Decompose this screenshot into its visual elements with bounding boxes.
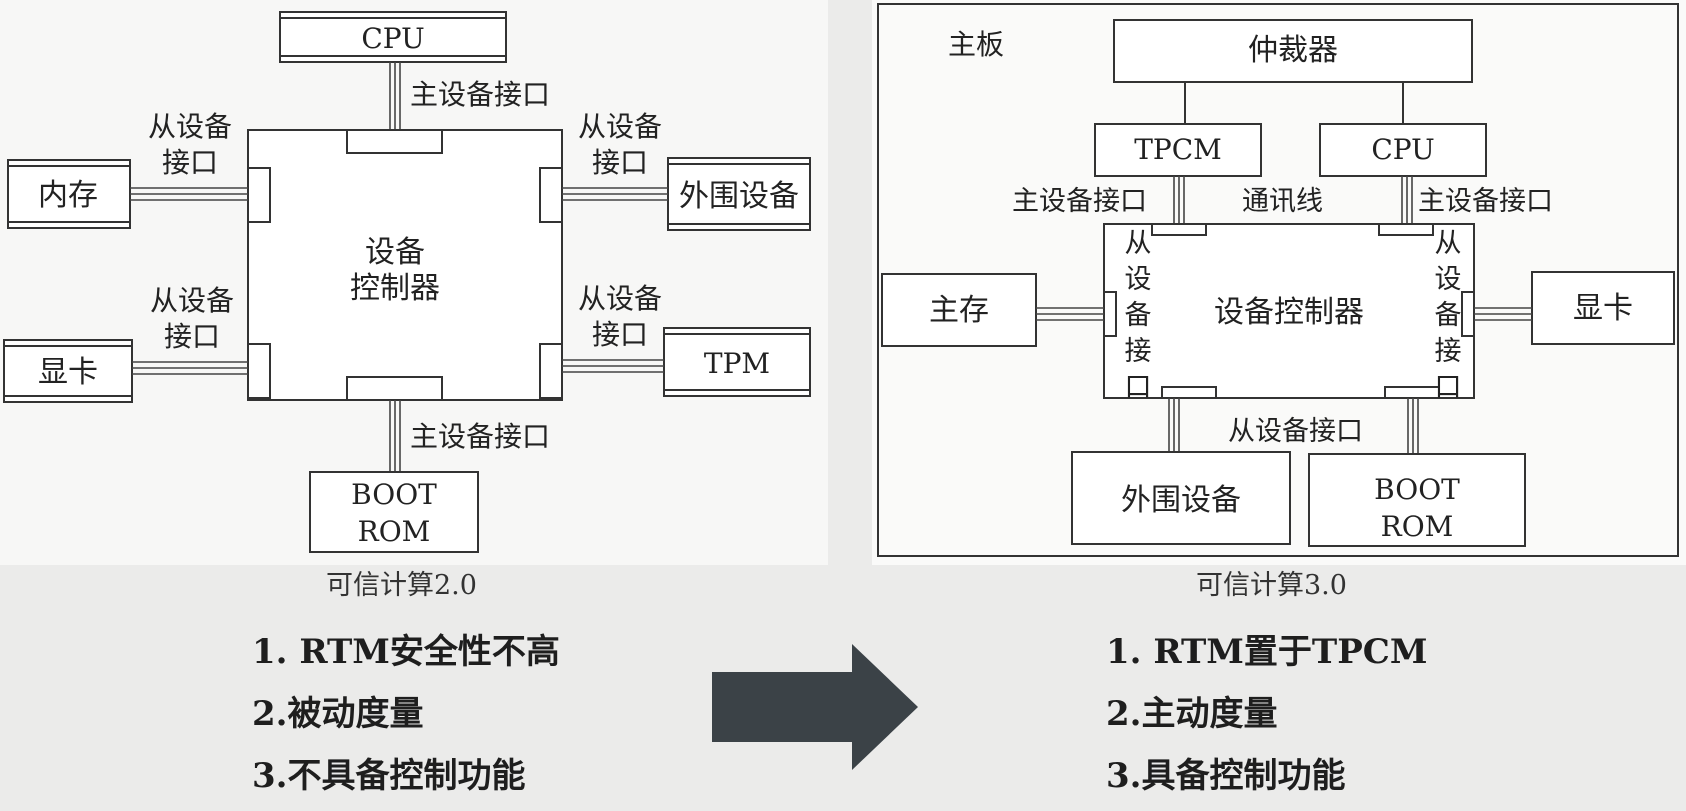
boot-rom-label-line2: ROM xyxy=(358,515,431,548)
tpcm-label: TPCM xyxy=(1134,133,1222,166)
master-interface-left-label: 主设备接口 xyxy=(1012,186,1147,217)
svg-text:从: 从 xyxy=(1125,228,1152,259)
motherboard-label: 主板 xyxy=(948,28,1004,61)
tc20-diagram: CPU 主设备接口 设备 控制器 内存 从设备 接口 显卡 从设备 xyxy=(3,11,811,553)
controller-port-left-bottom xyxy=(247,343,271,399)
master-interface-top-label: 主设备接口 xyxy=(410,78,550,111)
motherboard-frame xyxy=(877,3,1679,557)
boot-rom-box xyxy=(309,471,479,553)
slave-interface-label: 从设备 xyxy=(148,110,232,143)
tc30-diagram: 主板 仲裁器 TPCM CPU 主设备接口 主设备接口 通讯线 设备控制器 xyxy=(877,3,1679,557)
tc20-point-1: 1. RTM安全性不高 xyxy=(252,632,560,672)
svg-text:口: 口 xyxy=(1435,372,1462,403)
device-controller-box xyxy=(247,129,563,401)
svg-text:备: 备 xyxy=(1125,300,1152,331)
right-arrow-icon xyxy=(712,644,918,770)
cpu-box xyxy=(1319,123,1487,177)
controller-port-top xyxy=(346,129,443,154)
caption-tc30: 可信计算3.0 xyxy=(1196,570,1347,601)
main-memory-label: 主存 xyxy=(929,293,989,328)
slave-interface-label: 从设备 xyxy=(578,110,662,143)
controller-label-line2: 控制器 xyxy=(350,271,440,306)
slave-interface-label: 接口 xyxy=(592,318,648,351)
svg-text:备: 备 xyxy=(1435,300,1462,331)
svg-text:从: 从 xyxy=(1435,228,1462,259)
tpcm-box xyxy=(1094,123,1262,177)
controller-label: 设备控制器 xyxy=(1214,295,1364,330)
controller-port-top-left xyxy=(1151,223,1207,236)
tc30-point-2: 2.主动度量 xyxy=(1106,694,1278,734)
controller-label-line1: 设备 xyxy=(365,235,425,270)
peripheral-box xyxy=(1071,451,1291,545)
master-interface-right-label: 主设备接口 xyxy=(1418,186,1553,217)
controller-port-right-top xyxy=(539,167,563,223)
caption-tc20: 可信计算2.0 xyxy=(326,570,477,601)
tpm-label: TPM xyxy=(704,347,770,380)
controller-port-bottom-left xyxy=(1161,386,1217,399)
cpu-label: CPU xyxy=(1371,133,1434,166)
svg-text:设: 设 xyxy=(1435,264,1462,295)
boot-rom-label-line1: BOOT xyxy=(351,478,437,511)
slave-interface-bottom-label: 从设备接口 xyxy=(1228,416,1363,447)
tpm-box xyxy=(663,327,811,397)
boot-rom-label-line2: ROM xyxy=(1381,510,1454,543)
tc30-diagram-panel: 主板 仲裁器 TPCM CPU 主设备接口 主设备接口 通讯线 设备控制器 xyxy=(872,0,1686,565)
svg-text:口: 口 xyxy=(1125,372,1152,403)
boot-rom-label-line1: BOOT xyxy=(1374,473,1460,506)
peripheral-label: 外围设备 xyxy=(679,179,799,214)
svg-text:接: 接 xyxy=(1435,336,1462,367)
controller-port-bottom xyxy=(346,376,443,401)
slave-interface-label: 接口 xyxy=(164,320,220,353)
controller-port-top-right xyxy=(1378,223,1434,236)
tc20-point-2: 2.被动度量 xyxy=(252,694,424,734)
slave-interface-vertical-left: 从 设 备 接 口 xyxy=(1125,228,1152,403)
master-interface-bottom-label: 主设备接口 xyxy=(410,420,550,453)
tc30-point-3: 3.具备控制功能 xyxy=(1106,756,1346,796)
memory-label: 内存 xyxy=(38,178,98,213)
boot-rom-box xyxy=(1308,453,1526,547)
gpu-box xyxy=(3,339,133,403)
slave-interface-label: 从设备 xyxy=(578,282,662,315)
controller-port-right xyxy=(1461,291,1475,337)
arbiter-box xyxy=(1113,19,1473,83)
svg-text:设: 设 xyxy=(1125,264,1152,295)
slave-interface-label: 接口 xyxy=(162,146,218,179)
slave-interface-label: 接口 xyxy=(592,146,648,179)
comm-line-label: 通讯线 xyxy=(1242,186,1323,217)
tc30-point-1: 1. RTM置于TPCM xyxy=(1106,632,1428,672)
device-controller-box xyxy=(1103,223,1475,399)
cpu-box xyxy=(279,11,507,63)
gpu-label: 显卡 xyxy=(1573,291,1633,326)
slave-interface-label: 从设备 xyxy=(150,284,234,317)
cpu-label: CPU xyxy=(361,22,424,55)
controller-port-left xyxy=(1103,291,1117,337)
tc20-point-3: 3.不具备控制功能 xyxy=(252,756,526,796)
memory-box xyxy=(7,159,131,229)
gpu-label: 显卡 xyxy=(38,355,98,390)
tc20-diagram-panel: CPU 主设备接口 设备 控制器 内存 从设备 接口 显卡 从设备 xyxy=(0,0,828,565)
main-memory-box xyxy=(881,273,1037,347)
peripheral-label: 外围设备 xyxy=(1121,483,1241,518)
svg-text:接: 接 xyxy=(1125,336,1152,367)
controller-port-right-bottom xyxy=(539,343,563,399)
arbiter-label: 仲裁器 xyxy=(1248,33,1338,68)
slave-interface-vertical-right: 从 设 备 接 口 xyxy=(1435,228,1462,403)
controller-port-left-top xyxy=(247,167,271,223)
controller-port-bottom-right xyxy=(1384,386,1440,399)
peripheral-box xyxy=(667,157,811,231)
